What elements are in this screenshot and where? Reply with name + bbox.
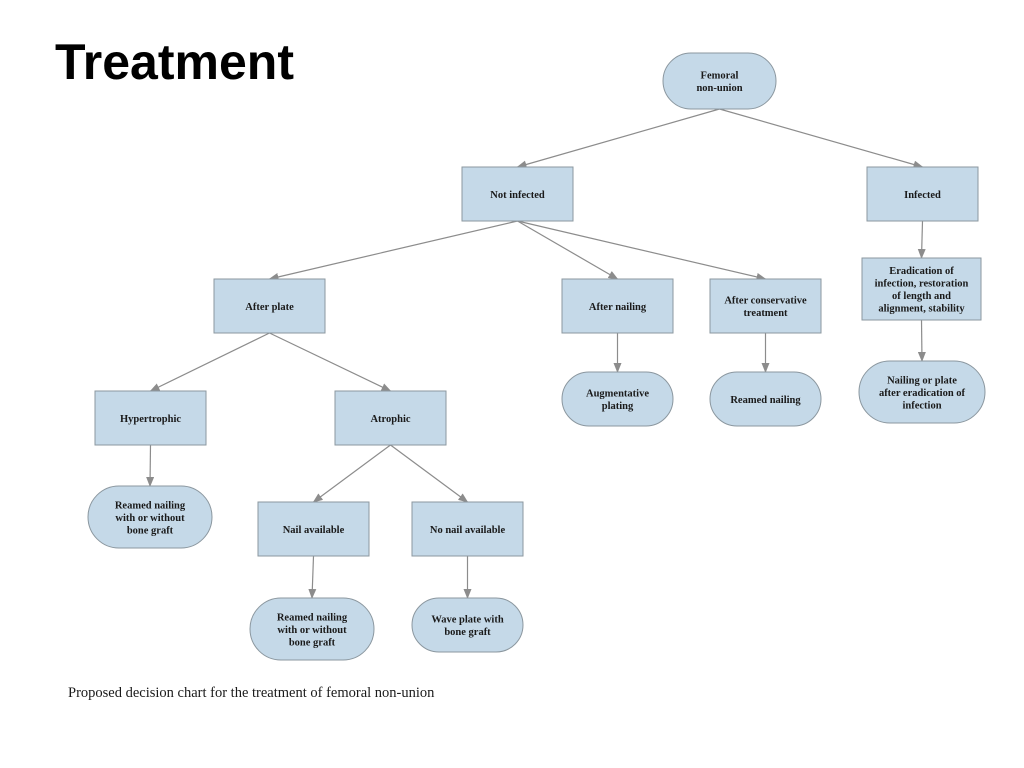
terminal-shape xyxy=(858,360,986,424)
node-atrophic: Atrophic xyxy=(334,390,447,446)
node-label: After plate xyxy=(245,302,294,313)
node-label-line: with or without xyxy=(115,513,185,524)
node-no-nail-available: No nail available xyxy=(411,501,524,557)
edge-femoral-to-infected xyxy=(719,108,924,169)
edge-atrophic-to-nail-available xyxy=(312,444,391,503)
node-label-line: After nailing xyxy=(589,302,647,313)
node-label-line: No nail available xyxy=(430,525,506,536)
node-label-line: bone graft xyxy=(444,627,491,638)
node-label-line: Reamed nailing xyxy=(277,612,348,623)
node-label-line: bone graft xyxy=(127,525,174,536)
edge-after-plate-to-hypertrophic xyxy=(149,332,270,392)
process-box xyxy=(334,390,447,446)
edge-eradication-to-nailing-or-plate xyxy=(917,319,926,362)
node-label-line: Atrophic xyxy=(370,414,410,425)
node-label-line: treatment xyxy=(743,308,788,319)
node-label-line: Infected xyxy=(904,190,941,201)
node-label-line: infection xyxy=(902,400,941,411)
edge-femoral-to-not-infected xyxy=(516,108,720,169)
edge-atrophic-to-no-nail-available xyxy=(390,444,469,503)
node-label-line: bone graft xyxy=(289,637,336,648)
process-box xyxy=(213,278,326,334)
node-label-line: Eradication of xyxy=(889,266,954,277)
node-label-line: Hypertrophic xyxy=(120,414,181,425)
node-label: No nail available xyxy=(430,525,506,536)
node-label-line: after eradication of xyxy=(879,388,966,399)
node-label-line: Reamed nailing xyxy=(115,500,186,511)
terminal-shape xyxy=(561,371,674,427)
process-box xyxy=(861,257,982,321)
node-label-line: Nail available xyxy=(283,525,345,536)
node-label: Not infected xyxy=(490,190,545,201)
node-label-line: Augmentative xyxy=(586,389,649,400)
node-after-plate: After plate xyxy=(213,278,326,334)
process-box xyxy=(866,166,979,222)
node-label-line: After plate xyxy=(245,302,294,313)
slide-title: Treatment xyxy=(55,34,294,90)
node-label-line: of length and xyxy=(892,291,951,302)
node-label-line: Nailing or plate xyxy=(887,375,957,386)
figure-caption: Proposed decision chart for the treatmen… xyxy=(68,685,435,701)
node-label-line: Not infected xyxy=(490,190,545,201)
node-label: Hypertrophic xyxy=(120,414,181,425)
node-label-line: Wave plate with xyxy=(431,615,503,626)
process-box xyxy=(561,278,674,334)
node-reamed-nailing: Reamed nailing xyxy=(709,371,822,427)
terminal-shape xyxy=(662,52,777,110)
node-label-line: plating xyxy=(602,401,634,412)
node-infected: Infected xyxy=(866,166,979,222)
process-box xyxy=(411,501,524,557)
node-label-line: with or without xyxy=(277,625,347,636)
node-label: Nail available xyxy=(283,525,345,536)
node-label: Atrophic xyxy=(370,414,410,425)
edge-hypertrophic-to-reamed-graft-1 xyxy=(146,444,155,487)
node-label: Reamed nailing xyxy=(730,395,801,406)
terminal-shape xyxy=(411,597,524,653)
node-label-line: non-union xyxy=(696,83,742,94)
edge-not-infected-to-after-nailing xyxy=(517,220,619,280)
edge-infected-to-eradication xyxy=(917,220,926,259)
terminal-shape xyxy=(249,597,375,661)
process-box xyxy=(94,390,207,446)
node-label: Infected xyxy=(904,190,941,201)
node-label-line: After conservative xyxy=(724,296,807,307)
process-box xyxy=(257,501,370,557)
edge-nail-available-to-reamed-graft-2 xyxy=(308,555,317,599)
node-after-nailing: After nailing xyxy=(561,278,674,334)
edge-not-infected-to-after-conservative xyxy=(517,220,767,281)
process-box xyxy=(461,166,574,222)
process-box xyxy=(709,278,822,334)
terminal-shape xyxy=(709,371,822,427)
node-not-infected: Not infected xyxy=(461,166,574,222)
edge-not-infected-to-after-plate xyxy=(268,220,518,281)
node-nail-available: Nail available xyxy=(257,501,370,557)
edge-after-plate-to-atrophic xyxy=(269,332,392,392)
node-label-line: Reamed nailing xyxy=(730,395,801,406)
node-label-line: Femoral xyxy=(701,71,739,82)
node-label: After nailing xyxy=(589,302,647,313)
node-label-line: infection, restoration xyxy=(875,279,969,290)
node-hypertrophic: Hypertrophic xyxy=(94,390,207,446)
node-label-line: alignment, stability xyxy=(878,304,965,315)
terminal-shape xyxy=(87,485,213,549)
